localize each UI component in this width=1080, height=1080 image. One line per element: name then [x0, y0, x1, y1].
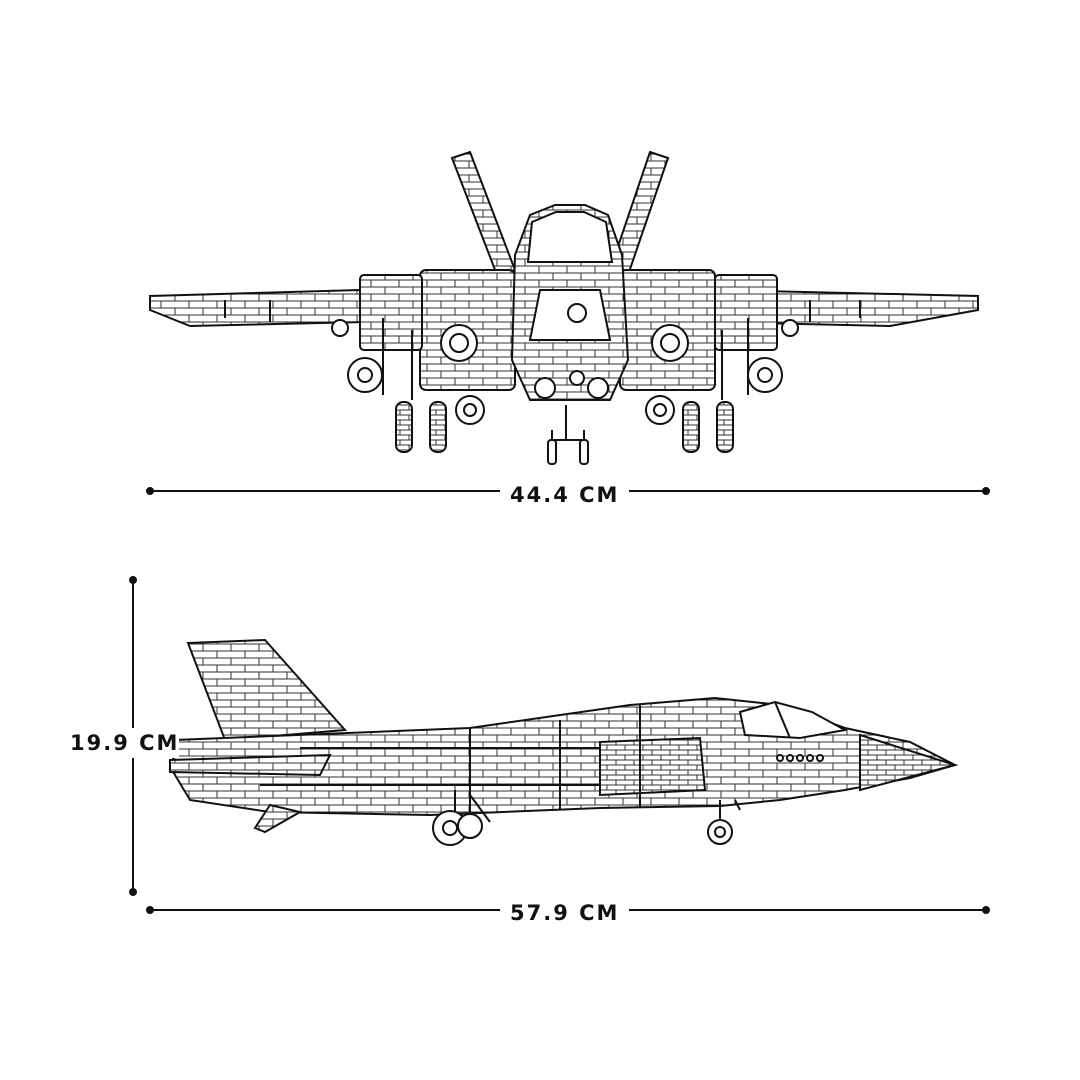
side-tail-fin: [186, 638, 348, 742]
front-canopy: [526, 211, 614, 263]
front-nose-gear: [550, 405, 586, 462]
side-nose-gear-strut: [719, 799, 741, 822]
front-left-wing: [149, 288, 367, 328]
front-left-gear-wheel-inner: [429, 401, 447, 453]
front-right-gear-wheel-inner: [682, 401, 700, 453]
front-view-drawing: [149, 150, 979, 401]
side-intake: [599, 736, 707, 797]
side-view-drawing: [169, 638, 958, 834]
side-canopy: [738, 700, 848, 740]
front-right-gear-wheel-outer: [716, 401, 734, 453]
side-nose-cone: [859, 733, 959, 792]
front-left-tail-fin: [450, 150, 517, 277]
length-dimension-label: 57.9 CM: [500, 900, 630, 926]
side-horizontal-stabilizer: [169, 753, 332, 777]
side-view-details: [260, 700, 959, 846]
width-dimension-label: 44.4 CM: [500, 482, 630, 508]
front-view-details: [331, 303, 799, 465]
front-left-gear-wheel-outer: [395, 401, 413, 453]
height-dimension-label: 19.9 CM: [70, 728, 180, 758]
